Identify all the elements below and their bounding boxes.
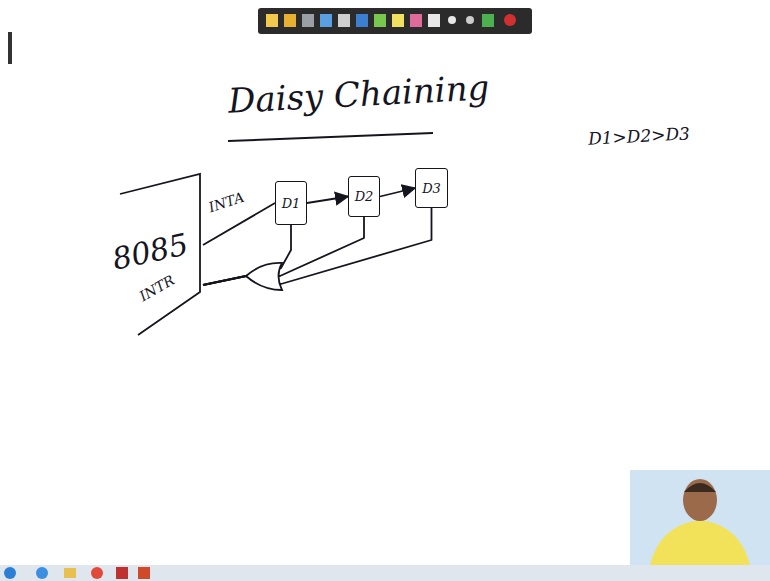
signal-wire bbox=[380, 188, 415, 197]
signal-name: INTR bbox=[137, 272, 178, 305]
toolbar-icons bbox=[266, 14, 516, 27]
signal-wire bbox=[203, 208, 432, 285]
device-box: D2 bbox=[348, 176, 380, 217]
or-gate bbox=[246, 263, 282, 290]
signal-wire bbox=[203, 217, 364, 285]
priority-order: D1>D2>D3 bbox=[588, 123, 691, 148]
device-box: D1 bbox=[275, 181, 307, 225]
device-label: D2 bbox=[355, 189, 374, 204]
device-label: D3 bbox=[422, 181, 441, 196]
signal-name: INTA bbox=[206, 189, 246, 215]
toolbar bbox=[258, 8, 532, 34]
signal-wire bbox=[307, 197, 348, 204]
device-label: D1 bbox=[282, 196, 301, 211]
title-underline bbox=[228, 133, 433, 141]
processor-block: 8085 bbox=[118, 172, 203, 337]
presenter-video bbox=[630, 470, 770, 565]
taskbar bbox=[0, 565, 770, 581]
processor-label: 8085 bbox=[109, 226, 191, 276]
device-box: D3 bbox=[415, 168, 448, 208]
window-edge bbox=[8, 32, 12, 64]
diagram-title: Daisy Chaining bbox=[227, 67, 490, 121]
